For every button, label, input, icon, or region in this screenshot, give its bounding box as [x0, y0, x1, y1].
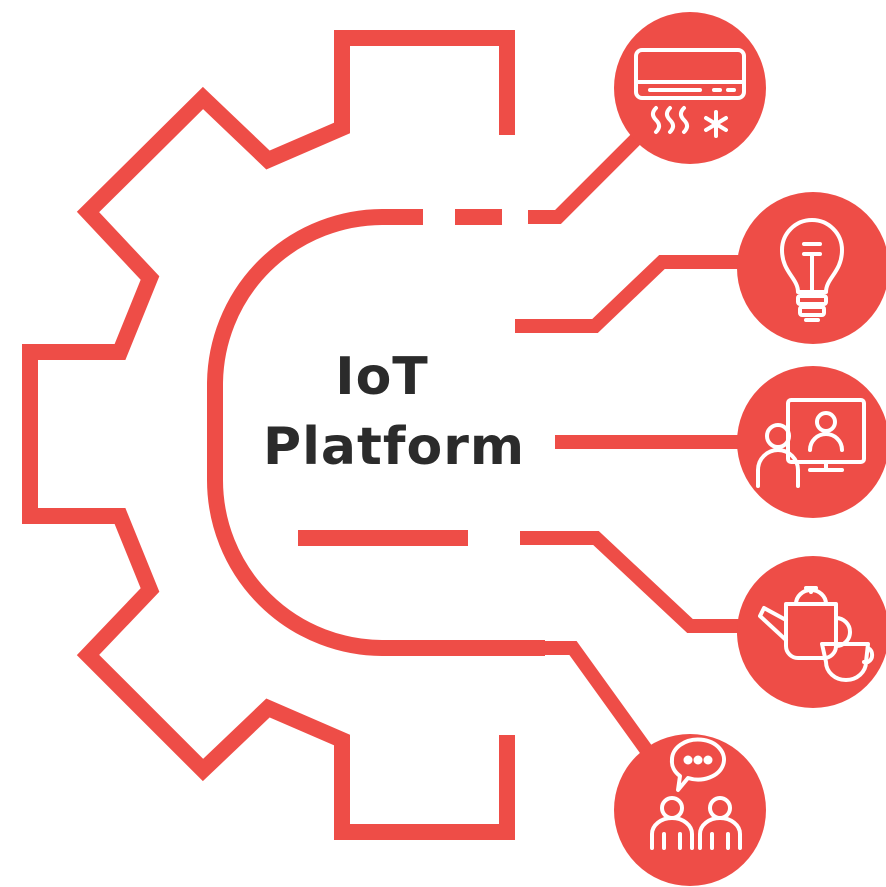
gear-body-path	[22, 30, 515, 840]
connectors	[515, 120, 745, 760]
light-bulb-icon	[780, 218, 844, 322]
chat-people-icon	[650, 737, 742, 850]
inner-arc	[207, 208, 545, 657]
connector-chat	[545, 641, 656, 760]
title-line-1: IoT	[335, 347, 429, 407]
inner-arc-path	[207, 208, 545, 657]
connector-light-bulb	[515, 255, 745, 333]
connector-air-conditioner	[528, 120, 655, 224]
teapot-cup-icon	[758, 586, 875, 682]
video-conference-icon	[756, 398, 866, 488]
connector-teapot	[520, 531, 745, 633]
title-line-2: Platform	[263, 417, 525, 477]
air-conditioner-icon	[634, 48, 746, 138]
circle-teapot	[737, 556, 886, 708]
gear-outline	[22, 30, 515, 840]
